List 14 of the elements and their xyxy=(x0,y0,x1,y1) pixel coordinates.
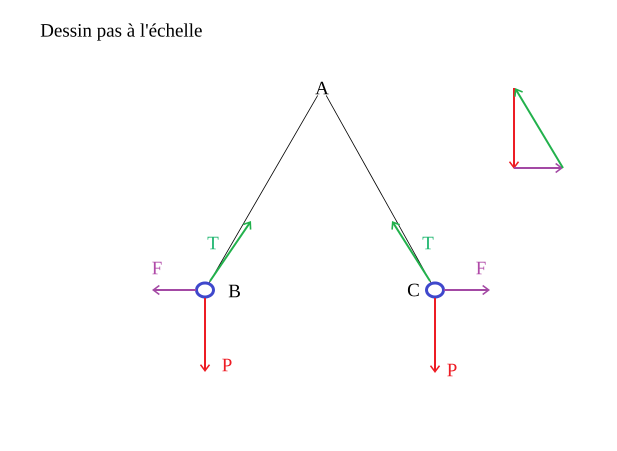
ring xyxy=(195,282,215,298)
force-label: F xyxy=(476,262,486,274)
ring xyxy=(425,282,445,298)
force-label: P xyxy=(222,358,232,372)
string-line xyxy=(326,95,432,283)
force-label: F xyxy=(152,262,162,274)
string-line xyxy=(209,95,318,283)
point-label: A xyxy=(315,82,329,94)
point-label: B xyxy=(228,284,240,298)
title: Dessin pas à l'échelle xyxy=(40,23,202,41)
force-label: T xyxy=(208,236,218,250)
force-label: P xyxy=(447,364,457,376)
force-label: T xyxy=(422,236,434,250)
point-label: C xyxy=(408,284,419,296)
